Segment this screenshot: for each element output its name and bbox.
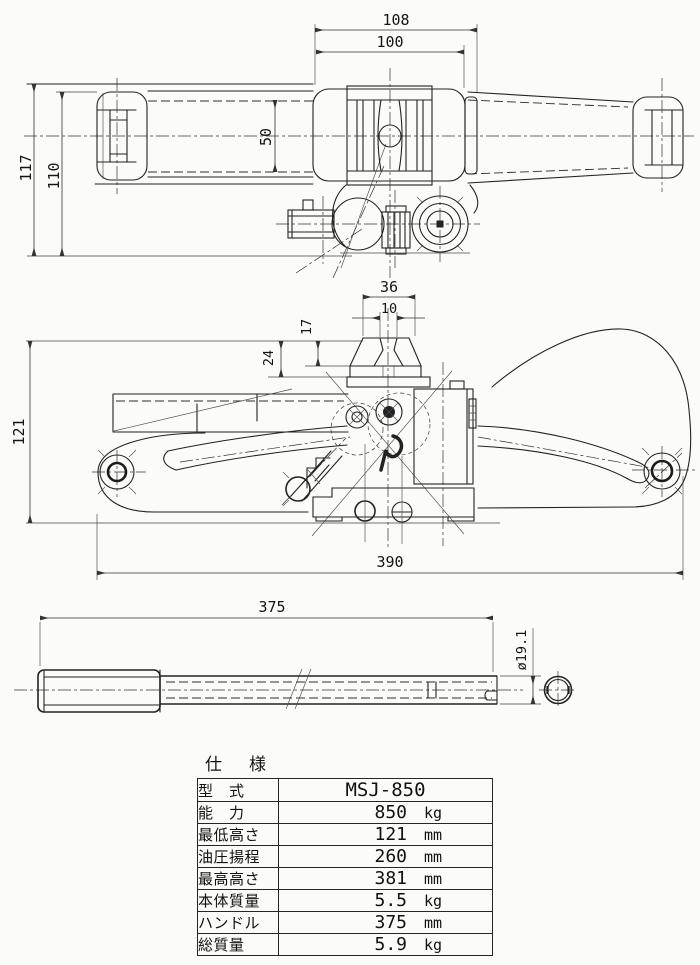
spec-row-capacity: 能 力 850 kg (197, 801, 493, 824)
side-view-dimensions: 121 24 17 36 10 390 (10, 278, 684, 580)
dim-label-390: 390 (376, 553, 403, 571)
top-view-dimensions: 108 100 117 110 50 (17, 11, 478, 257)
dim-label-108: 108 (382, 11, 409, 29)
central-mechanism (306, 337, 477, 544)
rod-hole-mark (427, 681, 437, 699)
dim-label-dia19-1: ø19.1 (514, 630, 530, 671)
dim-label-110: 110 (45, 162, 63, 189)
spec-row-min-height: 最低高さ 121 mm (197, 823, 493, 846)
saddle-pad (346, 85, 433, 186)
handle-dimensions: 375 ø19.1 (39, 598, 541, 705)
spec-table-title: 仕 様 (205, 755, 271, 775)
spec-label-max-height: 最高高さ (197, 867, 279, 890)
left-wheel-bracket (96, 91, 148, 181)
rod-end-slot (484, 690, 498, 701)
frame-left-plate (97, 432, 309, 513)
dim-label-117: 117 (17, 154, 35, 181)
handle-view: 375 ø19.1 (14, 598, 577, 713)
saddle-cap (349, 337, 422, 378)
pump-gears (330, 392, 431, 456)
spec-label-total-mass: 総質量 (197, 933, 279, 956)
spec-number: 381 (374, 868, 407, 889)
handle-grip-tube (37, 669, 161, 713)
spec-unit: mm (424, 826, 443, 844)
spec-unit: mm (424, 870, 443, 888)
spec-label-body-mass: 本体質量 (197, 889, 279, 912)
pump-yoke (331, 197, 385, 251)
spec-value-max-height: 381 mm (278, 867, 493, 890)
spec-row-body-mass: 本体質量 5.5 kg (197, 889, 493, 912)
spec-unit: kg (424, 892, 443, 910)
dim-label-10: 10 (381, 301, 397, 317)
base-plate (312, 487, 475, 522)
side-view-centerlines (92, 308, 696, 548)
handle-socket (287, 199, 335, 239)
spec-value-handle: 375 mm (278, 911, 493, 934)
dim-label-50: 50 (257, 128, 275, 146)
release-knob (411, 195, 469, 253)
spec-unit: kg (424, 804, 443, 822)
spec-value-capacity: 850 kg (278, 801, 493, 824)
dim-label-375: 375 (258, 598, 285, 616)
dim-label-24: 24 (261, 350, 277, 366)
break-marks (285, 668, 312, 710)
top-view: 108 100 117 110 50 (17, 11, 694, 279)
pump-clevis (381, 205, 411, 255)
spec-value-min-height: 121 mm (278, 823, 493, 846)
spec-table: 型 式 MSJ-850 能 力 850 kg 最低高さ 121 mm 油圧揚程 26… (197, 778, 493, 956)
spec-value-model: MSJ-850 (278, 778, 493, 802)
left-arm-band (163, 425, 348, 471)
ram-block (413, 380, 477, 485)
spec-unit: mm (424, 848, 443, 866)
chassis-body-plan (26, 83, 634, 185)
dim-label-36: 36 (380, 278, 398, 296)
spec-row-total-mass: 総質量 5.9 kg (197, 933, 493, 956)
spec-unit: mm (424, 914, 443, 932)
pump-assembly (287, 184, 479, 255)
spec-label-model: 型 式 (197, 778, 279, 802)
spec-number: 5.5 (374, 890, 407, 911)
spec-label-min-height: 最低高さ (197, 823, 279, 846)
handle-end-view (539, 671, 577, 709)
spec-label-handle: ハンドル (197, 911, 279, 934)
spec-number: 260 (374, 846, 407, 867)
dim-label-100: 100 (376, 33, 403, 51)
spec-value-stroke: 260 mm (278, 845, 493, 868)
handle-rod (160, 668, 498, 710)
technical-drawing: 108 100 117 110 50 (10, 11, 696, 713)
spec-label-stroke: 油圧揚程 (197, 845, 279, 868)
spec-number: 5.9 (374, 934, 407, 955)
spec-row-max-height: 最高高さ 381 mm (197, 867, 493, 890)
dim-label-121: 121 (10, 418, 28, 445)
spec-label-capacity: 能 力 (197, 801, 279, 824)
spec-table-block: 仕 様 型 式 MSJ-850 能 力 850 kg 最低高さ 121 mm 油圧揚… (197, 753, 493, 956)
spec-number: 121 (374, 824, 407, 845)
saddle-frame (312, 88, 478, 182)
base-bolts (354, 444, 413, 544)
spec-row-handle: ハンドル 375 mm (197, 911, 493, 934)
right-wheel (641, 447, 683, 495)
right-wheel-bracket (632, 96, 684, 179)
spec-number: 375 (374, 912, 407, 933)
dim-label-17: 17 (299, 319, 315, 335)
spec-value-body-mass: 5.5 kg (278, 889, 493, 912)
side-view: 121 24 17 36 10 390 (10, 278, 696, 580)
spec-value-total-mass: 5.9 kg (278, 933, 493, 956)
lift-arm-channel (112, 388, 349, 433)
spec-row-model: 型 式 MSJ-850 (197, 778, 493, 802)
left-wheel (97, 449, 137, 495)
spec-unit: kg (424, 936, 443, 954)
side-bracket (306, 457, 331, 489)
release-lever (379, 434, 404, 472)
right-arm-band (477, 425, 650, 484)
spec-row-stroke: 油圧揚程 260 mm (197, 845, 493, 868)
frame-right-plate (477, 328, 692, 509)
spec-number: 850 (374, 802, 407, 823)
